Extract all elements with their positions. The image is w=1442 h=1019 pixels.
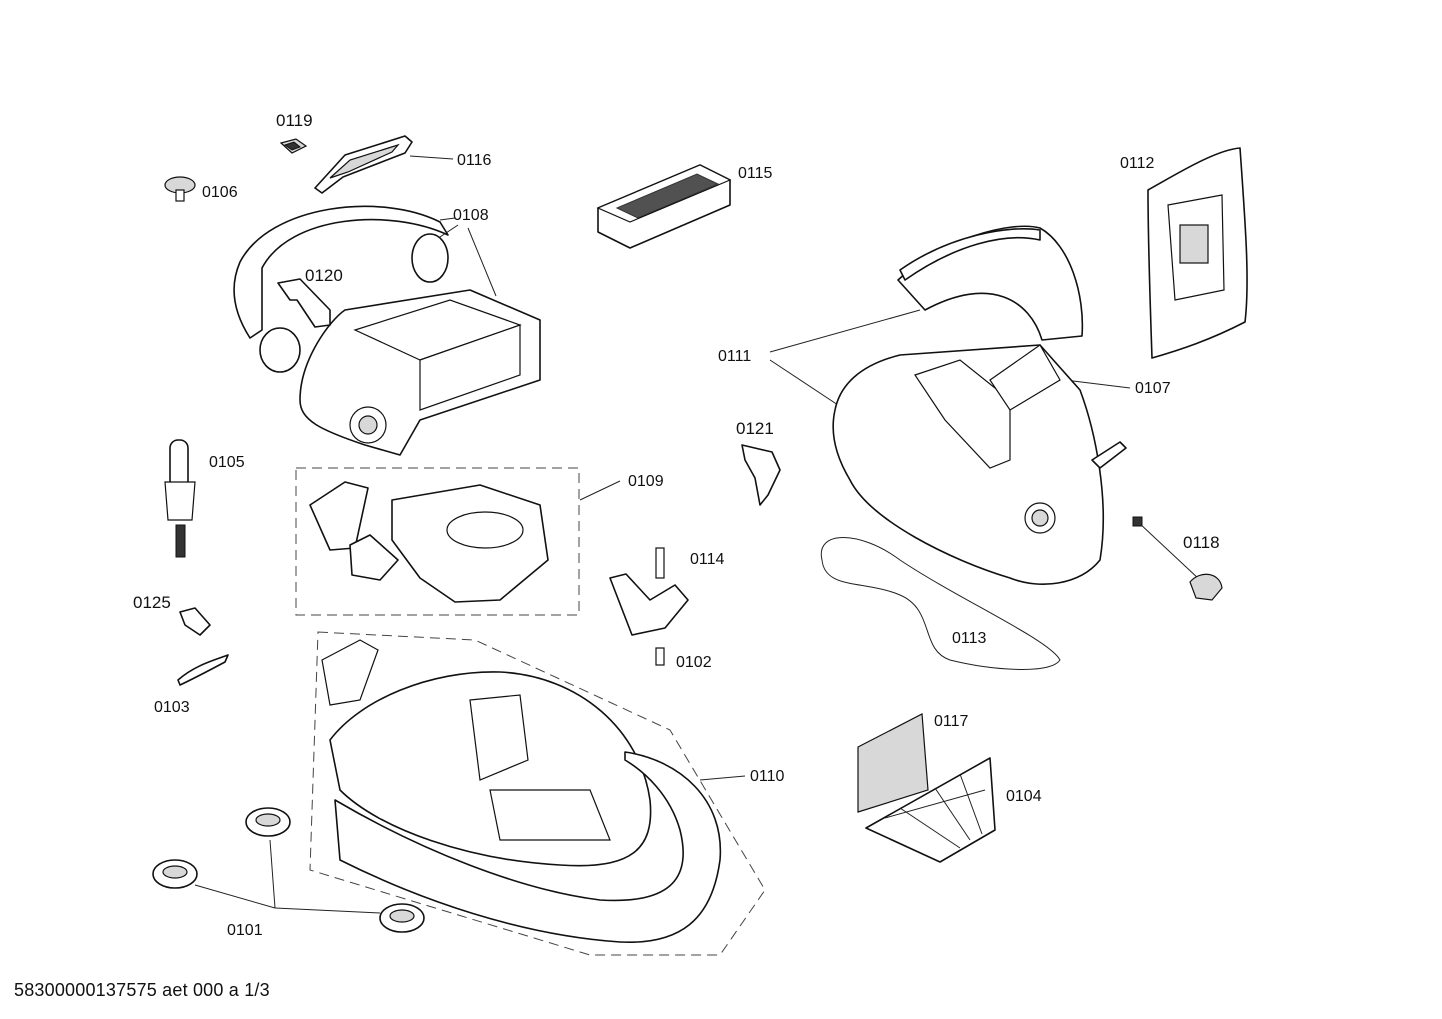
- part-0106-knob: [164, 176, 196, 202]
- label-0104: 0104: [1006, 788, 1042, 805]
- part-0120-clip: [277, 278, 331, 328]
- label-0111: 0111: [718, 348, 751, 365]
- part-0125-latch: [179, 607, 211, 636]
- label-0108: 0108: [453, 207, 489, 224]
- label-0109: 0109: [628, 473, 664, 490]
- part-0115-filter: [596, 164, 732, 249]
- part-labels: 0119 0116 0106 0108 0120 0115 0112 0111 …: [133, 111, 1220, 939]
- label-0101: 0101: [227, 922, 263, 939]
- part-0102-plate: [655, 647, 665, 666]
- part-0108-top-housing: [233, 205, 541, 456]
- label-0125: 0125: [133, 593, 171, 612]
- group-outline-0110: [309, 631, 766, 956]
- part-0112-dust-bag: [1147, 147, 1248, 359]
- document-id-footer: 58300000137575 aet 000 a 1/3: [14, 980, 270, 1000]
- part-0105-plug: [164, 439, 196, 558]
- label-0121: 0121: [736, 419, 774, 438]
- part-0121-holder: [741, 444, 781, 506]
- part-0104-grille: [865, 757, 996, 863]
- label-0103: 0103: [154, 699, 190, 716]
- part-0103-spring: [177, 654, 229, 686]
- part-0113-seal-cord: [820, 537, 1061, 670]
- part-0119-clip: [279, 138, 308, 154]
- group-box-0109: [295, 467, 580, 616]
- leader-lines: [194, 155, 1131, 914]
- label-0106: 0106: [202, 184, 238, 201]
- label-0116: 0116: [457, 152, 492, 169]
- part-0101-wheels: [152, 807, 425, 933]
- label-0113: 0113: [952, 630, 987, 647]
- part-0109-inner-frame: [309, 481, 549, 603]
- label-0117: 0117: [934, 713, 969, 730]
- label-0112: 0112: [1120, 155, 1155, 172]
- part-0116-handle-cover: [314, 135, 413, 194]
- label-0118: 0118: [1183, 533, 1220, 552]
- part-0110-base-housing: [321, 639, 722, 943]
- label-0105: 0105: [209, 454, 245, 471]
- part-0107-rear-housing: [832, 225, 1105, 586]
- label-0110: 0110: [750, 768, 785, 785]
- label-0114: 0114: [690, 551, 725, 568]
- part-0114-bracket: [609, 547, 689, 636]
- part-0117-label: [857, 713, 929, 813]
- part-0118-cable: [1132, 516, 1223, 601]
- label-0102: 0102: [676, 654, 712, 671]
- label-0119: 0119: [276, 111, 313, 130]
- label-0115: 0115: [738, 165, 773, 182]
- label-0120: 0120: [305, 266, 343, 285]
- part-switch-near-0107: [1091, 441, 1127, 469]
- label-0107: 0107: [1135, 380, 1171, 397]
